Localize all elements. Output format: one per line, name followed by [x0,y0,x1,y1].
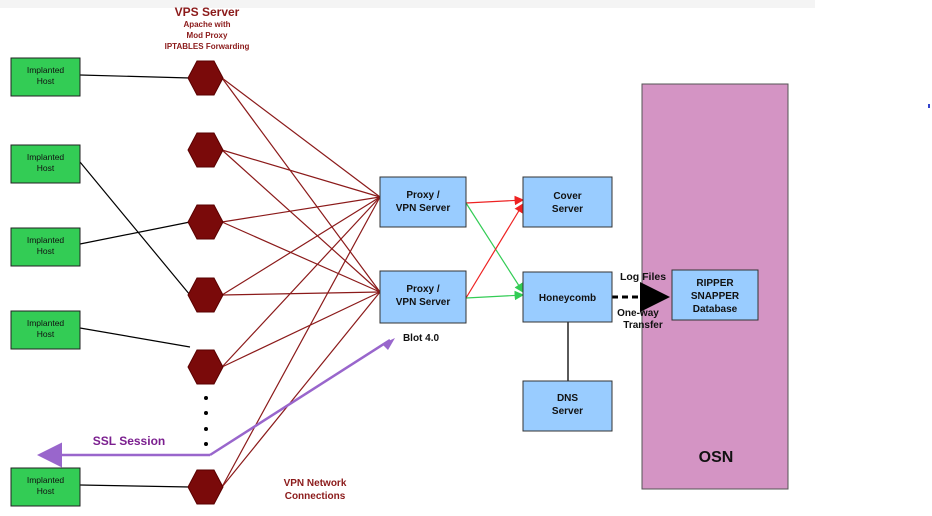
blot-label: Blot 4.0 [403,333,440,344]
svg-text:Implanted: Implanted [27,152,65,162]
proxy1-to-honeycomb-arrow [465,202,524,294]
svg-text:Proxy /: Proxy / [406,284,440,295]
svg-text:DNS: DNS [557,393,578,404]
implanted-host: Implanted Host [10,57,81,97]
vps-server-title: VPS Server [175,5,240,19]
log-files-label: Log Files [620,271,666,283]
implanted-host: Implanted Host [10,144,81,184]
one-way-label: One-way [617,308,659,319]
ssl-session-line [209,338,391,457]
vps-hexagon [187,60,224,96]
svg-text:Implanted: Implanted [27,318,65,328]
svg-text:Proxy /: Proxy / [406,190,440,201]
vpn-network-label: VPN Network [284,478,347,489]
ssl-arrowhead-right [382,338,395,350]
vps-hexagon [187,349,224,385]
transfer-label: Transfer [623,320,663,331]
svg-text:Implanted: Implanted [27,65,65,75]
svg-text:VPN Server: VPN Server [396,203,451,214]
vps-server-sub1: Apache with [183,20,230,29]
svg-text:Cover: Cover [553,191,581,202]
svg-text:Implanted: Implanted [27,475,65,485]
proxy-vpn-server: Proxy / VPN Server [379,270,467,324]
implanted-host: Implanted Host [10,227,81,267]
implanted-host: Implanted Host [10,467,81,507]
svg-text:Host: Host [37,163,55,173]
svg-text:Host: Host [37,246,55,256]
honeycomb-server: Honeycomb [522,271,613,323]
svg-text:Server: Server [552,204,583,215]
vps-server-sub3: IPTABLES Forwarding [165,42,250,51]
svg-text:Database: Database [693,304,738,315]
vps-server-sub2: Mod Proxy [187,31,228,40]
edge-mark [928,104,930,108]
svg-text:Server: Server [552,406,583,417]
ssl-session-label: SSL Session [93,434,165,448]
vpn-mesh-lines [221,77,381,488]
vps-hexagon [187,132,224,168]
svg-text:SNAPPER: SNAPPER [691,291,740,302]
cover-server: Cover Server [522,176,613,228]
svg-text:Honeycomb: Honeycomb [539,293,596,304]
vps-hexagon [187,277,224,313]
vps-hexagon [187,204,224,240]
vpn-connections-label: Connections [285,491,346,502]
svg-text:RIPPER: RIPPER [696,278,734,289]
svg-text:VPN Server: VPN Server [396,297,451,308]
vps-hexagon [187,469,224,505]
svg-text:Implanted: Implanted [27,235,65,245]
ripper-snapper-database: RIPPER SNAPPER Database [671,269,759,321]
svg-text:Host: Host [37,329,55,339]
proxy1-to-cover-arrow [465,195,525,206]
proxy-vpn-server: Proxy / VPN Server [379,176,467,228]
svg-text:Host: Host [37,76,55,86]
dns-server: DNS Server [522,380,613,432]
svg-text:Host: Host [37,486,55,496]
vps-hexagons [187,60,224,505]
implanted-host: Implanted Host [10,310,81,350]
ellipsis-dots [204,396,208,446]
proxy2-to-cover-arrow [465,202,524,299]
proxy2-to-honeycomb-arrow [465,290,525,301]
host-links [79,74,191,488]
osn-label: OSN [699,449,734,466]
top-strip [0,0,815,8]
